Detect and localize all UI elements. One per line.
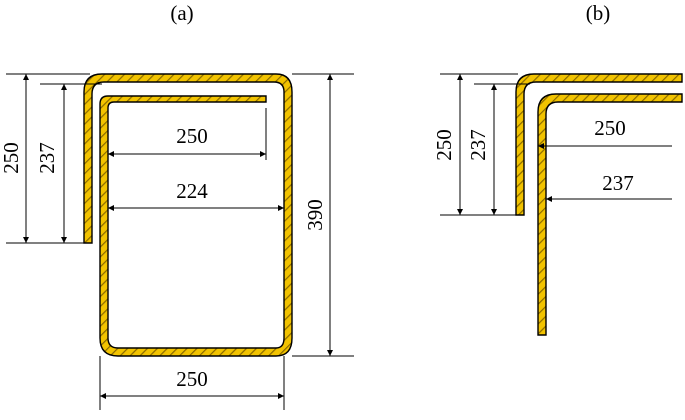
- dim-b-lower-width: 237: [602, 171, 634, 195]
- outer-wall-edge: [83, 73, 293, 357]
- dim-b-outer-height: 250: [432, 129, 456, 161]
- dim-a-top-width: 250: [176, 124, 208, 148]
- outer-wall: [84, 74, 292, 356]
- dim-a-inner-height: 237: [35, 142, 59, 174]
- dim-a-outer-height: 250: [0, 142, 23, 174]
- dim-a-mid-width: 224: [176, 179, 208, 203]
- panel-b: (b) 250 237 250 237: [432, 1, 683, 336]
- dim-b-upper-width: 250: [594, 116, 626, 140]
- panel-a-label: (a): [170, 1, 193, 25]
- panel-b-label: (b): [586, 1, 611, 25]
- dim-a-total-height: 390: [303, 199, 327, 231]
- dim-b-inner-height: 237: [466, 129, 490, 161]
- panel-a: (a) 250 237 250 224 390 250: [0, 1, 354, 410]
- dim-a-bottom-width: 250: [176, 367, 208, 391]
